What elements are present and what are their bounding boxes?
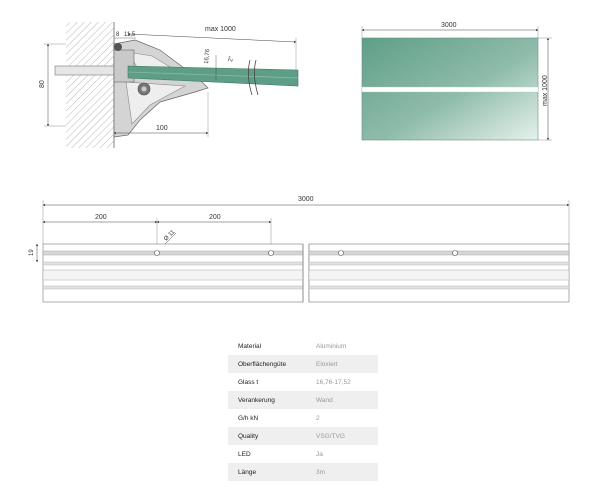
spec-value: 2 [316, 414, 320, 422]
table-row: Material Aluminium [228, 337, 378, 355]
spec-value: Wand [306, 391, 378, 409]
dim-profile-height: 19 [29, 249, 35, 256]
spec-value: 16,76-17,52 [316, 378, 351, 386]
mounting-hole [268, 250, 274, 256]
spec-value: Aluminium [316, 342, 347, 350]
wall-hatch [66, 22, 114, 148]
table-row: G/h kN 2 [228, 409, 378, 427]
profile-segment-right [308, 243, 570, 303]
spec-value: Ja [316, 450, 323, 458]
glass-pane-section [127, 65, 299, 87]
table-row: Glass t 16,76-17,52 [228, 373, 378, 391]
dim-max-length: max 1000 [205, 26, 236, 33]
mounting-hole [452, 250, 458, 256]
dim-glass-thickness: 16,76 [204, 48, 211, 64]
dim-offset-b: 11,5 [124, 32, 136, 38]
dim-spacing-1: 200 [95, 214, 107, 221]
spec-value: 3m [306, 463, 378, 481]
clamp-screw [114, 43, 122, 51]
glass-panel-drawing: 3000 max 1000 [361, 22, 552, 141]
mounting-hole [338, 250, 344, 256]
spec-key: Länge [228, 463, 306, 481]
anchor-bolt [54, 65, 124, 76]
spec-value: Eloxiert [306, 355, 378, 373]
dim-hole: Ø 11 [163, 229, 177, 243]
dim-profile-total: 3000 [298, 196, 314, 203]
spec-key: Oberflächengüte [228, 355, 306, 373]
dim-angle: 2° [228, 55, 235, 62]
dim-offset-a: 8 [116, 32, 120, 38]
panel-joint [361, 86, 539, 93]
profile-segment-left [42, 243, 304, 303]
spec-key: Quality [228, 427, 306, 445]
dim-panel-width: 3000 [441, 22, 457, 29]
cross-section-drawing: max 1000 8 11,5 16,76 2° 80 100 [39, 22, 299, 148]
spec-key: G/h kN [238, 414, 259, 422]
dim-height: 80 [39, 80, 46, 88]
table-row: LED Ja [228, 445, 378, 463]
spec-key: LED [238, 450, 251, 458]
spec-key: Glass t [238, 378, 259, 386]
spec-key: Material [238, 342, 262, 350]
dim-panel-height: max 1000 [542, 75, 549, 106]
spec-value: VSG/TVG [306, 427, 378, 445]
profile-elevation-drawing: 3000 200 200 Ø 11 19 [29, 196, 570, 303]
mounting-hole [154, 250, 160, 256]
dim-spacing-2: 200 [209, 214, 221, 221]
dim-depth: 100 [156, 125, 168, 132]
spec-key: Verankerung [228, 391, 306, 409]
